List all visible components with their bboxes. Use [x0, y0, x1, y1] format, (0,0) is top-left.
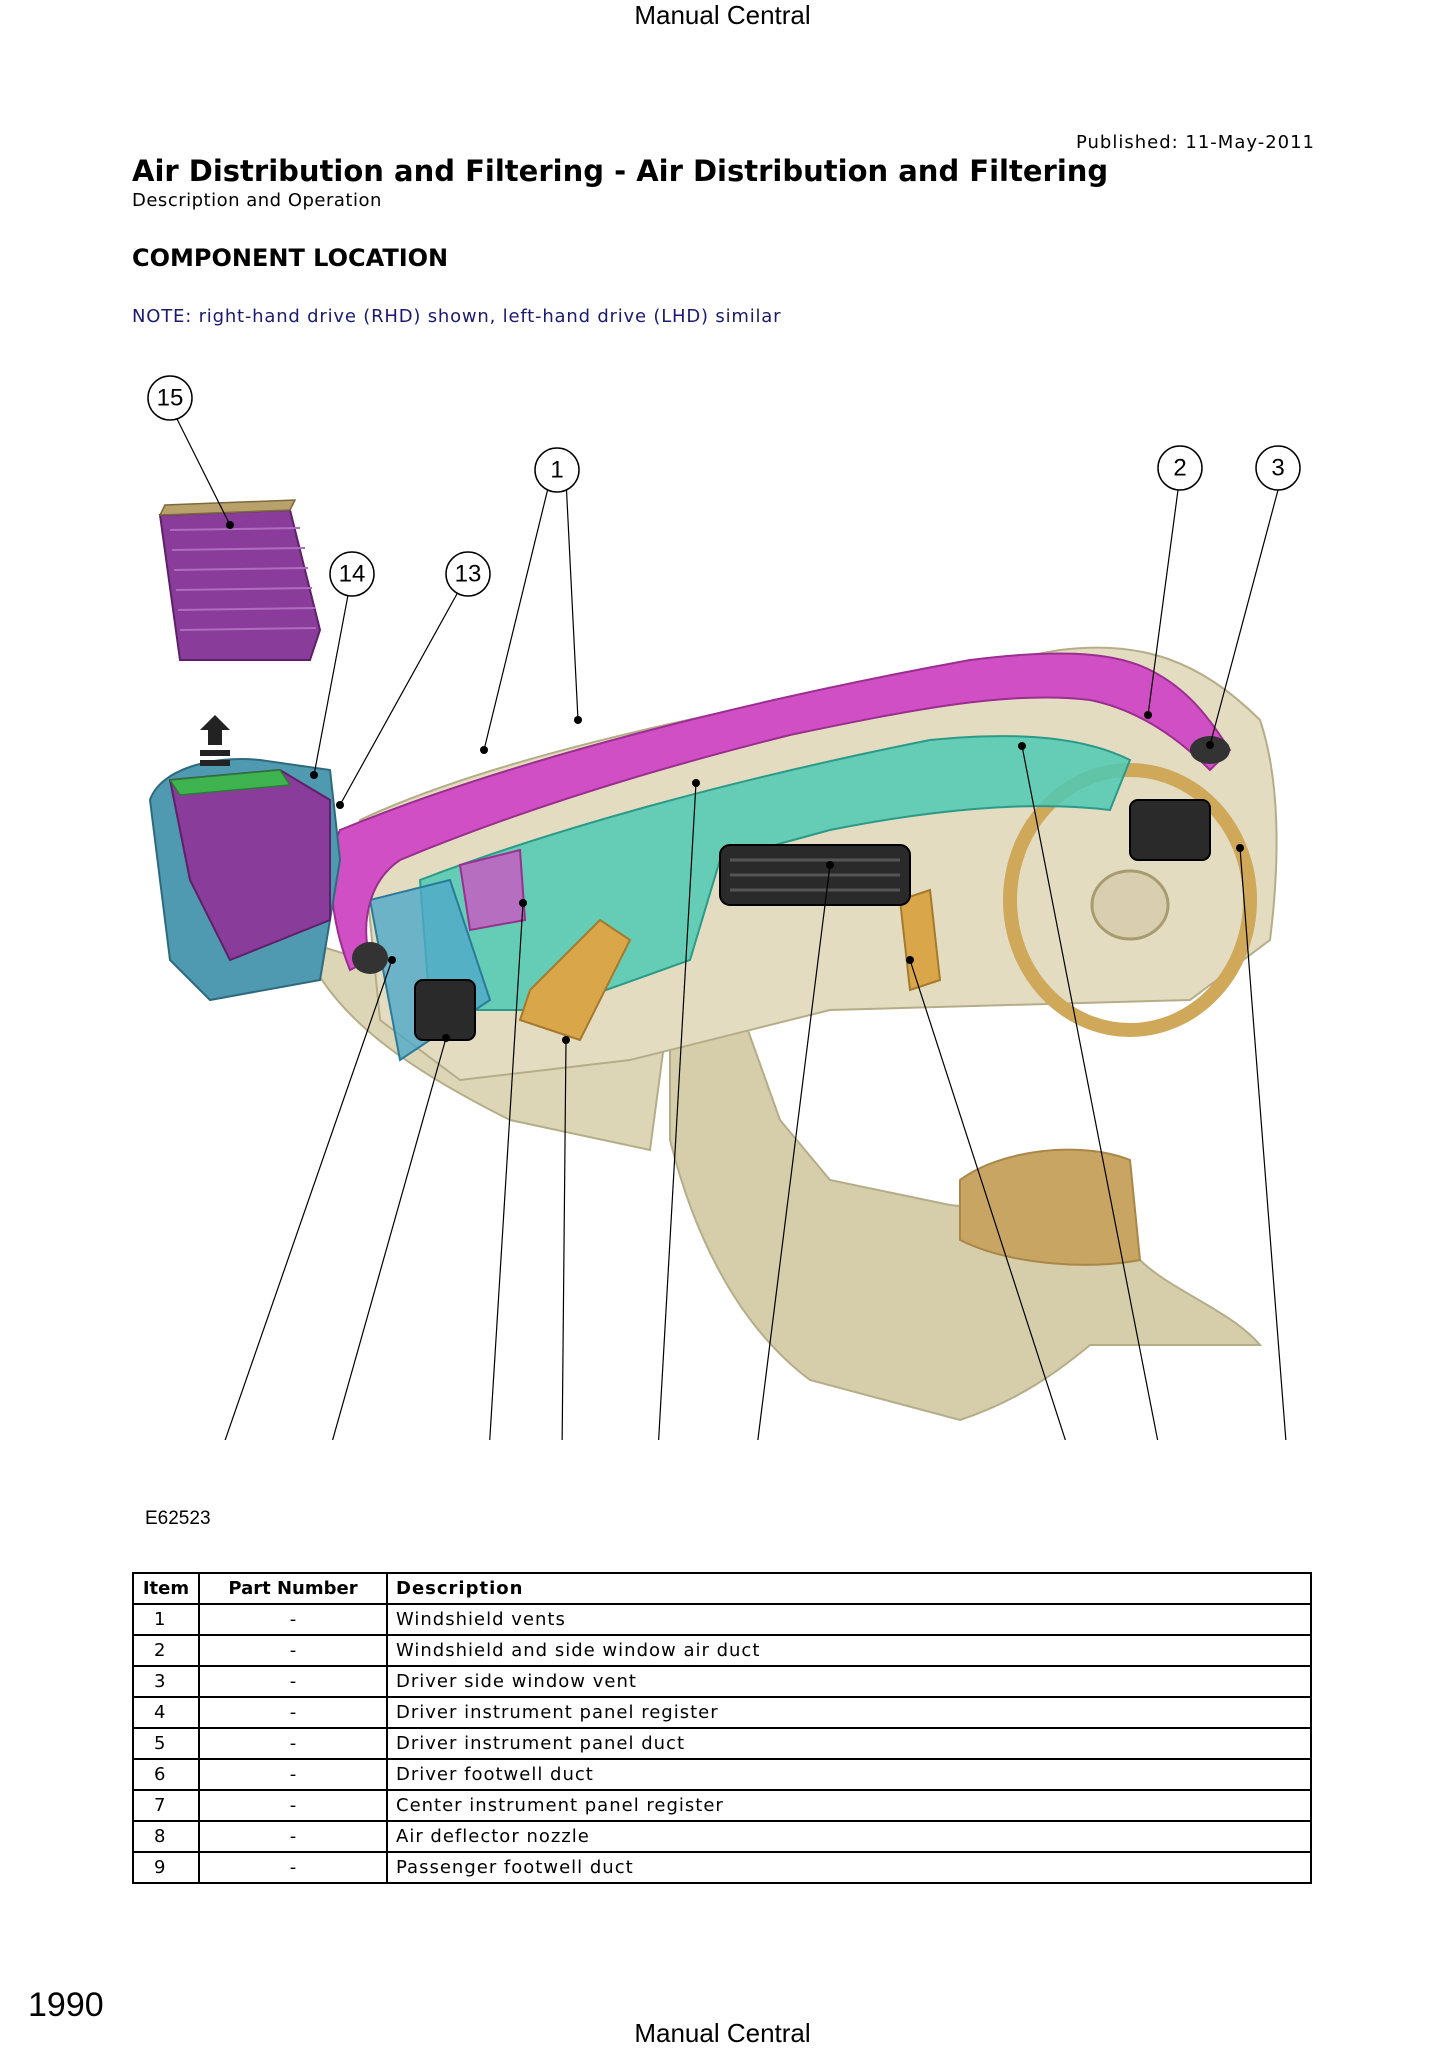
page-number: 1990	[28, 1986, 104, 2024]
cell-description: Windshield and side window air duct	[386, 1634, 1312, 1667]
cell-description: Passenger footwell duct	[386, 1851, 1312, 1884]
svg-text:1: 1	[550, 457, 563, 484]
table-row: 4-Driver instrument panel register	[132, 1696, 1312, 1729]
table-row: 1-Windshield vents	[132, 1603, 1312, 1636]
column-header-item: Item	[132, 1572, 200, 1605]
cell-item: 2	[132, 1634, 200, 1667]
cell-description: Windshield vents	[386, 1603, 1312, 1636]
running-header: Manual Central	[634, 0, 811, 30]
table-header-row: Item Part Number Description	[132, 1572, 1312, 1605]
column-header-description: Description	[386, 1572, 1312, 1605]
cell-part-number: -	[198, 1851, 388, 1884]
cell-part-number: -	[198, 1696, 388, 1729]
table-row: 5-Driver instrument panel duct	[132, 1727, 1312, 1760]
table-row: 6-Driver footwell duct	[132, 1758, 1312, 1791]
cell-description: Driver instrument panel register	[386, 1696, 1312, 1729]
cell-description: Driver side window vent	[386, 1665, 1312, 1698]
svg-text:13: 13	[455, 561, 482, 588]
cell-item: 7	[132, 1789, 200, 1822]
table-row: 2-Windshield and side window air duct	[132, 1634, 1312, 1667]
published-date: Published: 11-May-2011	[1075, 132, 1315, 153]
register-vents-illustration	[352, 736, 1230, 1041]
component-location-illustration: 1 2 3 4 5 6 7 8 9 10 11 12 13 14 15	[147, 375, 1301, 1440]
cell-description: Driver footwell duct	[386, 1758, 1312, 1791]
callout-14: 14	[329, 551, 375, 597]
cell-part-number: -	[198, 1603, 388, 1636]
table-row: 8-Air deflector nozzle	[132, 1820, 1312, 1853]
cell-item: 5	[132, 1727, 200, 1760]
callout-13: 13	[445, 551, 491, 597]
callout-1: 1	[534, 447, 580, 493]
cell-item: 1	[132, 1603, 200, 1636]
svg-text:2: 2	[1173, 455, 1186, 482]
callout-3: 3	[1255, 445, 1301, 491]
page-subtitle: Description and Operation	[132, 190, 382, 211]
running-footer: Manual Central	[634, 2018, 811, 2048]
cell-part-number: -	[198, 1727, 388, 1760]
cell-item: 6	[132, 1758, 200, 1791]
column-header-part-number: Part Number	[198, 1572, 388, 1605]
hvac-housing-illustration	[148, 758, 342, 1002]
svg-text:15: 15	[157, 385, 184, 412]
svg-text:14: 14	[339, 561, 366, 588]
callout-15: 15	[147, 375, 193, 421]
cell-item: 3	[132, 1665, 200, 1698]
section-heading: COMPONENT LOCATION	[132, 244, 449, 272]
cell-description: Center instrument panel register	[386, 1789, 1312, 1822]
table-row: 7-Center instrument panel register	[132, 1789, 1312, 1822]
windshield-duct-illustration	[330, 652, 1232, 972]
table-row: 9-Passenger footwell duct	[132, 1851, 1312, 1884]
callout-2: 2	[1157, 445, 1203, 491]
table-row: 3-Driver side window vent	[132, 1665, 1312, 1698]
cell-part-number: -	[198, 1820, 388, 1853]
cell-item: 9	[132, 1851, 200, 1884]
cell-part-number: -	[198, 1758, 388, 1791]
cell-part-number: -	[198, 1665, 388, 1698]
pollen-filter-illustration	[158, 499, 322, 766]
cell-item: 8	[132, 1820, 200, 1853]
cell-description: Air deflector nozzle	[386, 1820, 1312, 1853]
cell-description: Driver instrument panel duct	[386, 1727, 1312, 1760]
cell-part-number: -	[198, 1634, 388, 1667]
footwell-duct-illustration	[518, 888, 942, 1042]
figure-id: E62523	[145, 1508, 211, 1529]
note-text: NOTE: right-hand drive (RHD) shown, left…	[132, 306, 782, 327]
parts-table: Item Part Number Description 1-Windshiel…	[132, 1572, 1312, 1884]
page-title: Air Distribution and Filtering - Air Dis…	[132, 154, 1109, 188]
cell-item: 4	[132, 1696, 200, 1729]
svg-text:3: 3	[1271, 455, 1284, 482]
cell-part-number: -	[198, 1789, 388, 1822]
leader-lines	[169, 404, 1287, 1440]
